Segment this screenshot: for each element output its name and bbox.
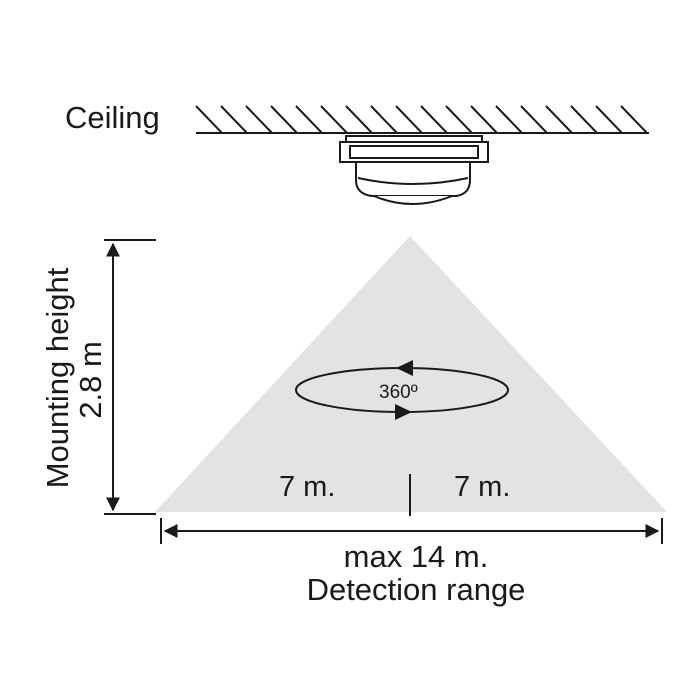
max-range-label: max 14 m.	[344, 539, 489, 574]
rotation-indicator	[295, 360, 509, 420]
detection-range-label: Detection range	[307, 572, 526, 607]
rotation-arrow-top	[396, 360, 413, 376]
right-half-range-label: 7 m.	[454, 471, 510, 503]
rotation-arrow-bottom	[395, 404, 412, 420]
mounting-height-title: Mounting height	[40, 267, 75, 488]
left-half-range-label: 7 m.	[279, 471, 335, 503]
motion-sensor-device	[339, 135, 489, 205]
ceiling-surface	[195, 105, 649, 134]
mounting-height-value: 2.8 m	[73, 341, 108, 419]
mounting-height-dimension	[104, 239, 156, 515]
ceiling-label: Ceiling	[65, 100, 160, 135]
detection-range-dimension	[160, 518, 663, 544]
rotation-label: 360º	[379, 382, 418, 403]
